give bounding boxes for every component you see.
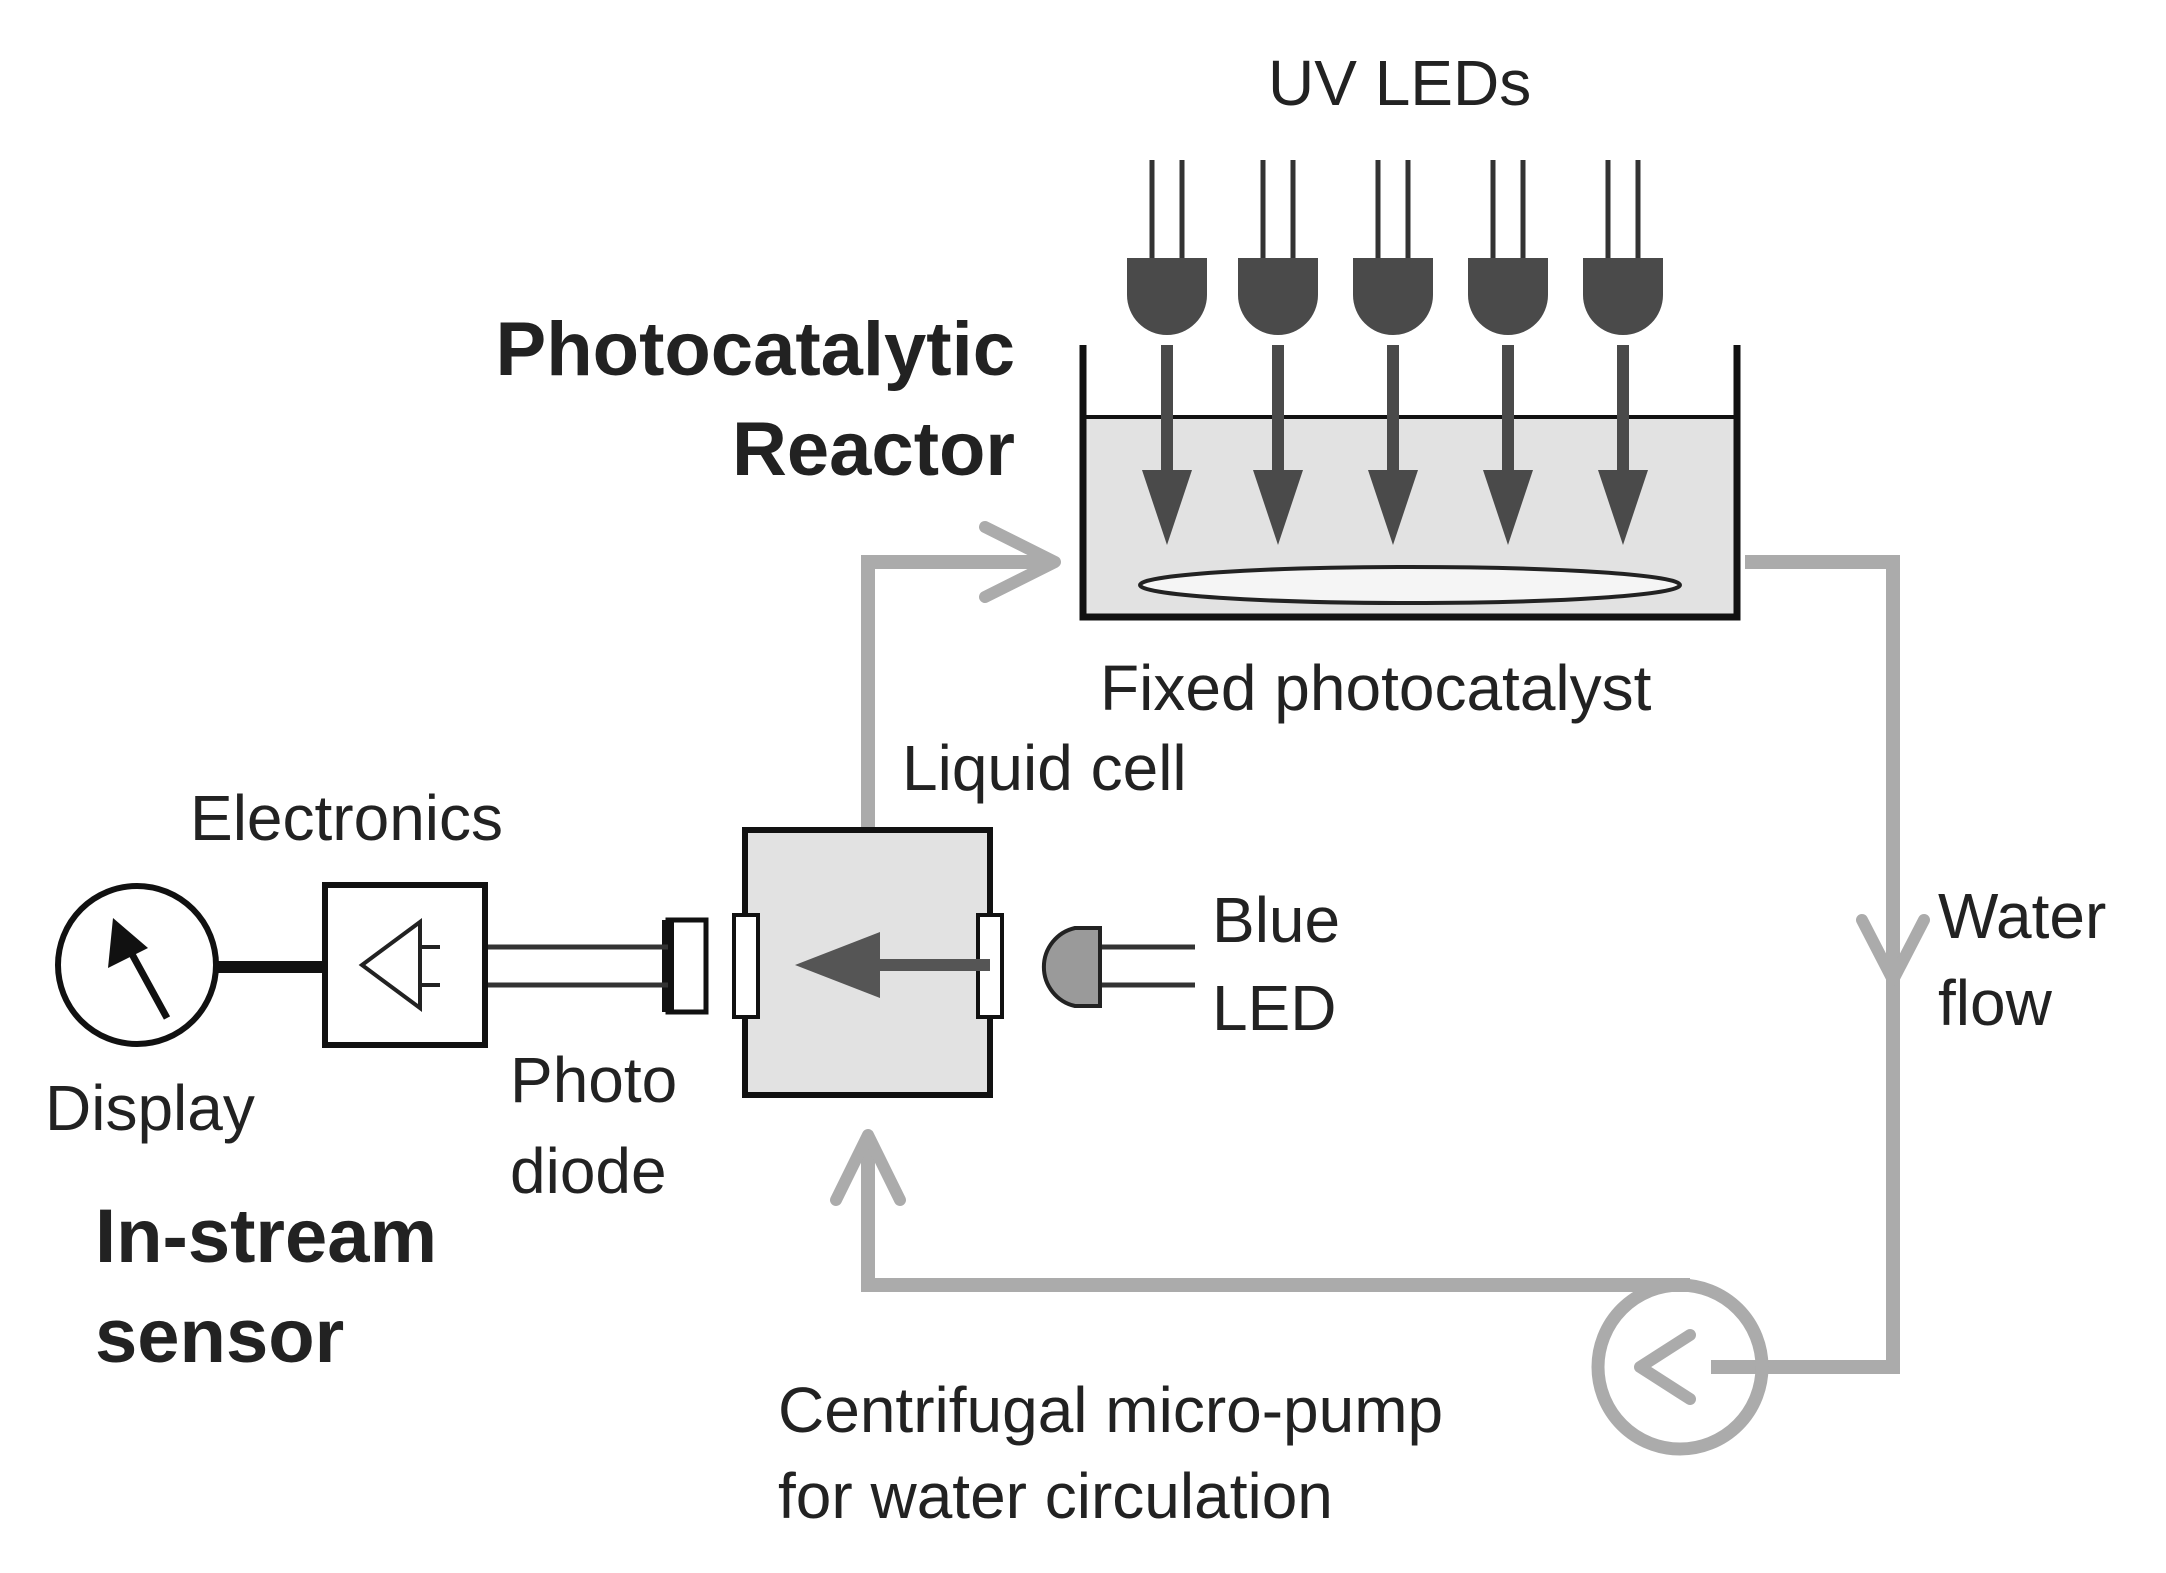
- liquid-cell: [732, 827, 1004, 1098]
- photodiode: [662, 917, 709, 1015]
- uv-led-icon: [1353, 258, 1433, 335]
- uv-led-icon: [1238, 258, 1318, 335]
- uv-light-arrow-icon: [1253, 470, 1303, 545]
- reactor-title-line2: Reactor: [732, 407, 1015, 492]
- uv-light-arrow-icon: [1142, 470, 1192, 545]
- pump-label-line1: Centrifugal micro-pump: [778, 1374, 1443, 1446]
- uv-light-arrow-icon: [1368, 470, 1418, 545]
- uv-led-array: [1127, 160, 1663, 545]
- arrow-water-flow-down-icon: [1856, 914, 1930, 986]
- electronics-label: Electronics: [190, 782, 503, 854]
- blue-led-icon: [1041, 926, 1102, 1008]
- probe-light-arrow-icon: [795, 932, 880, 998]
- amplifier-icon: [358, 918, 422, 1012]
- water-flow-label-line1: Water: [1938, 880, 2106, 952]
- flow-pipe-reactor-outlet: [1711, 555, 1900, 1374]
- water-flow-loop: [861, 555, 1900, 1374]
- uv-led-icon: [1583, 258, 1663, 335]
- reactor-title-line1: Photocatalytic: [496, 307, 1015, 392]
- pump-label-line2: for water circulation: [778, 1460, 1333, 1532]
- reactor-walls: [1079, 345, 1741, 621]
- reactor-tank: [1079, 345, 1741, 621]
- cell-window-left: [732, 913, 760, 1019]
- uv-led-icon: [1468, 258, 1548, 335]
- uv-leds-label: UV LEDs: [1268, 47, 1531, 119]
- liquid-cell-label: Liquid cell: [902, 732, 1187, 804]
- flow-pipe-return: [861, 1138, 1690, 1292]
- sensor-title-line2: sensor: [95, 1294, 344, 1379]
- water-flow-label-line2: flow: [1938, 967, 2053, 1039]
- centrifugal-pump-icon: [1591, 1278, 1769, 1456]
- uv-light-arrow-icon: [1483, 470, 1533, 545]
- blue-led-label-line1: Blue: [1212, 884, 1340, 956]
- uv-led-1: [1127, 160, 1207, 545]
- uv-led-3: [1353, 160, 1433, 545]
- uv-led-2: [1238, 160, 1318, 545]
- display-meter-icon: [55, 883, 219, 1047]
- photodiode-label-line1: Photo: [510, 1044, 677, 1116]
- display-label: Display: [45, 1072, 255, 1144]
- arrow-pump-outlet-icon: [1634, 1329, 1696, 1405]
- arrow-into-reactor-icon: [979, 521, 1061, 603]
- fixed-photocatalyst-label: Fixed photocatalyst: [1100, 652, 1652, 724]
- fixed-photocatalyst-plate: [1138, 565, 1682, 605]
- uv-led-4: [1468, 160, 1548, 545]
- sensor-title-line1: In-stream: [95, 1194, 437, 1279]
- electronics-box: [322, 882, 488, 1048]
- flow-pipe-cell-to-reactor: [861, 555, 1050, 827]
- blue-led: [1041, 926, 1195, 1008]
- uv-led-icon: [1127, 258, 1207, 335]
- arrow-into-cell-icon: [830, 1129, 906, 1206]
- uv-led-5: [1583, 160, 1663, 545]
- flow-arrows: [830, 521, 1930, 1405]
- photodiode-label-line2: diode: [510, 1135, 667, 1207]
- blue-led-label-line2: LED: [1212, 972, 1337, 1044]
- uv-light-arrow-icon: [1598, 470, 1648, 545]
